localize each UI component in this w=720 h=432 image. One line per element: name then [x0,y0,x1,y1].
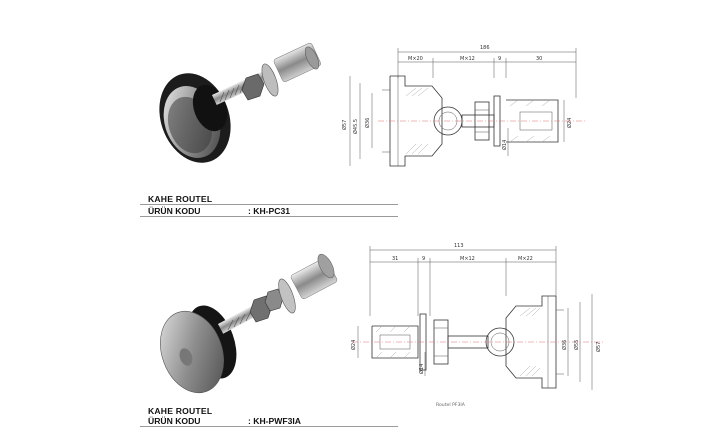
dim-d14: Ø14 [418,364,425,374]
divider [140,426,398,427]
dim-m-mid9: 9 [422,256,425,262]
dim-d36: Ø36 [364,118,371,128]
code-label: ÜRÜN KODU [148,206,201,216]
code-value: : KH-PC31 [248,206,291,216]
product-title-2: KAHE ROUTEL [148,406,213,416]
code-value: : KH-PWF3IA [248,416,301,426]
dim-d45: Ø45.5 [352,119,359,134]
dim-d55: Ø55 [573,340,580,350]
product-code-line-1: ÜRÜN KODU : KH-PC31 [148,206,290,216]
dim-m-right: M×22 [518,256,533,262]
dim-m-mid: M×12 [460,56,475,62]
drawing-caption: Routel PF3IA [436,402,466,408]
dim-m-mid: M×12 [460,256,475,262]
dim-nine: 9 [498,56,501,62]
dim-d24: Ø24 [350,340,357,350]
product-block-1: 186 M×20 M×12 9 30 Ø57 Ø45.5 Ø36 Ø14 Ø24… [140,42,586,217]
product-photo-2 [160,253,338,394]
dim-d36: Ø36 [561,340,568,350]
dim-d57: Ø57 [595,342,602,352]
divider [140,204,398,205]
product-code-line-2: ÜRÜN KODU : KH-PWF3IA [148,416,301,426]
code-label: ÜRÜN KODU [148,416,201,426]
dim-d57: Ø57 [341,120,348,130]
dim-d24: Ø24 [566,118,573,128]
product-block-2: 113 31 9 M×12 M×22 Ø24 Ø14 Ø36 Ø55 Ø57 R… [0,216,720,432]
technical-drawing-1: 186 M×20 M×12 9 30 Ø57 Ø45.5 Ø36 Ø14 Ø24 [341,45,586,167]
dim-overall: 113 [454,243,464,249]
dim-m-left: 31 [392,256,398,262]
technical-drawing-2: 113 31 9 M×12 M×22 Ø24 Ø14 Ø36 Ø55 Ø57 R… [350,243,604,408]
product-photo-1 [159,42,321,163]
dim-m-right: 30 [536,56,542,62]
divider [140,216,398,217]
product-title-1: KAHE ROUTEL [148,194,213,204]
dim-d14: Ø14 [501,140,508,150]
dim-overall: 186 [480,45,490,51]
dim-m-left: M×20 [408,56,423,62]
